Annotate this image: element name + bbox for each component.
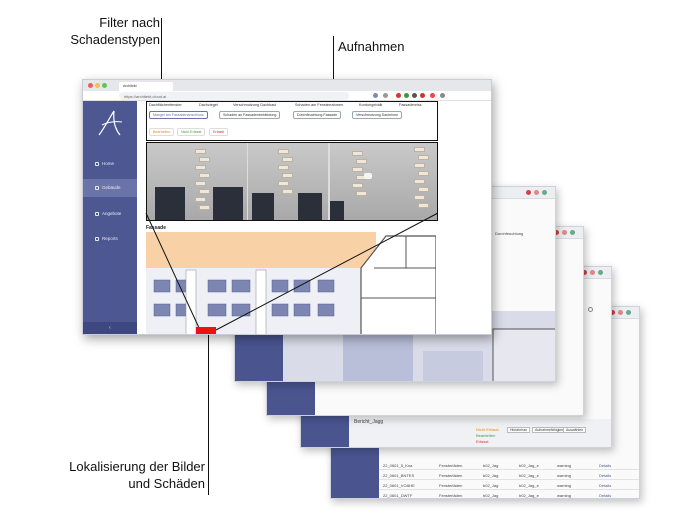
- table-cell: 22_0601_VOAHE: [383, 483, 415, 488]
- document-icon: [95, 211, 99, 216]
- back-window-3-button-1[interactable]: Aufnahmefähigkeit: [532, 427, 567, 433]
- localization-pointer-line: [208, 333, 209, 495]
- back-window-3-button-0[interactable]: Hinfahrhan: [507, 427, 531, 433]
- extension-icon[interactable]: [430, 93, 435, 98]
- table-cell: warning: [557, 473, 572, 478]
- extension-icon[interactable]: [412, 93, 417, 98]
- extension-icon[interactable]: [373, 93, 378, 98]
- table-cell: Fensterläden: [439, 493, 463, 498]
- photos-annotation: Aufnahmen: [338, 39, 405, 54]
- table-cell: 22_0601_5_Kna: [383, 463, 413, 468]
- filter-tab-4[interactable]: Kordongebälk: [359, 103, 383, 107]
- close-dot-icon[interactable]: [88, 83, 93, 88]
- extension-icon[interactable]: [396, 93, 401, 98]
- gear-icon[interactable]: [588, 307, 593, 312]
- photo-3[interactable]: [330, 143, 437, 220]
- table-cell: b02_Jag_e: [519, 473, 539, 478]
- main-browser-window[interactable]: Architekt https://architekt-cloud.ai Hom…: [82, 79, 492, 335]
- nav-reports-label: Reports: [102, 236, 118, 241]
- extension-icon[interactable]: [404, 93, 409, 98]
- damage-pill-1[interactable]: Schaden an Fassadenbekleidung: [219, 111, 281, 119]
- localization-annotation: Lokalisierung der Bilder und Schäden: [20, 458, 205, 492]
- damage-location-marker[interactable]: [196, 327, 216, 334]
- localization-annotation-line2: und Schäden: [128, 476, 205, 491]
- table-row[interactable]: 22_0601_5_Kna Fensterläden b02_Jag b02_Jag_…: [379, 461, 639, 470]
- table-cell: warning: [557, 493, 572, 498]
- table-cell[interactable]: Details: [599, 493, 612, 498]
- table-cell[interactable]: Details: [599, 473, 612, 478]
- table-cell[interactable]: Details: [599, 483, 612, 488]
- architekt-logo: [98, 110, 123, 136]
- table-cell: Fensterläden: [439, 463, 463, 468]
- table-cell: 22_0601_DWTF: [383, 493, 413, 498]
- table-cell: Fensterläden: [439, 483, 463, 488]
- table-cell: b02_Jag: [483, 463, 499, 468]
- browser-tab[interactable]: Architekt: [119, 82, 173, 91]
- filter-tab-5[interactable]: Fassadenriss: [399, 103, 422, 107]
- back-window-3-label: Bericht_Jagg: [354, 419, 384, 425]
- maximize-dot-icon[interactable]: [102, 83, 107, 88]
- minimize-dot-icon[interactable]: [95, 83, 100, 88]
- nav-gebaeude[interactable]: Gebäude: [83, 179, 137, 197]
- table-cell: Fensterläden: [439, 473, 463, 478]
- building-icon: [95, 185, 99, 190]
- table-cell: b02_Jag: [483, 493, 499, 498]
- back-window-3-button-2[interactable]: Auswählen: [563, 427, 587, 433]
- table-row[interactable]: 22_0601_DWTF Fensterläden b02_Jag b02_Jag_e…: [379, 491, 639, 498]
- nav-reports[interactable]: Reports: [83, 230, 137, 248]
- nav-home-label: Home: [102, 161, 115, 166]
- filter-tab-3[interactable]: Schaden am Fensterrahmen: [295, 103, 344, 107]
- collapse-sidebar-button[interactable]: ‹: [83, 322, 137, 334]
- status-pill-green[interactable]: Nicht Erfasst: [177, 128, 206, 136]
- damage-filter-panel: Dachflächenfenster Dachziegel Verschmutz…: [146, 101, 438, 141]
- table-cell: warning: [557, 463, 572, 468]
- menu-icon[interactable]: [440, 93, 445, 98]
- home-icon: [95, 161, 99, 166]
- status-pill-red[interactable]: Erfasst: [209, 128, 229, 136]
- photo-2[interactable]: [248, 143, 328, 220]
- back-window-3-status-0: Nicht Erfasst: [476, 427, 499, 432]
- filter-annotation: Filter nach Schadenstypen: [30, 14, 160, 48]
- report-icon: [95, 236, 99, 241]
- table-cell: warning: [557, 483, 572, 488]
- shield-icon[interactable]: [383, 93, 388, 98]
- table-cell[interactable]: Details: [599, 463, 612, 468]
- back-window-3-status-2: Erfasst: [476, 439, 489, 444]
- sidebar: Home Gebäude Angebote Reports ‹: [83, 101, 137, 334]
- nav-angebote[interactable]: Angebote: [83, 205, 137, 223]
- nav-home[interactable]: Home: [83, 155, 137, 173]
- extension-icon[interactable]: [420, 93, 425, 98]
- filter-pointer-line: [161, 18, 162, 138]
- filter-annotation-line1: Filter nach: [99, 15, 160, 30]
- filter-tab-1[interactable]: Dachziegel: [199, 103, 218, 107]
- facade-drawing[interactable]: [146, 232, 436, 335]
- table-cell: b02_Jag: [483, 483, 499, 488]
- nav-angebote-label: Angebote: [102, 211, 122, 216]
- photo-1[interactable]: [147, 143, 247, 220]
- table-cell: b02_Jag: [483, 473, 499, 478]
- table-cell: b02_Jag_e: [519, 483, 539, 488]
- back-window-3-status-1: Bearbeiten: [476, 433, 496, 438]
- damage-pill-0[interactable]: Mangel am Fassadenanschluss: [149, 111, 208, 119]
- address-bar[interactable]: https://architekt-cloud.ai: [119, 92, 349, 100]
- damage-pill-3[interactable]: Verschmutzung Dachrinne: [352, 111, 403, 119]
- main-content: Dachflächenfenster Dachziegel Verschmutz…: [137, 101, 491, 334]
- photo-strip: [146, 142, 438, 221]
- table-row[interactable]: 22_0601_BNTES Fensterläden b02_Jag b02_Jag_…: [379, 471, 639, 480]
- localization-annotation-line1: Lokalisierung der Bilder: [69, 459, 205, 474]
- table-row[interactable]: 22_0601_VOAHE Fensterläden b02_Jag b02_Jag_…: [379, 481, 639, 490]
- table-cell: b02_Jag_e: [519, 493, 539, 498]
- filter-annotation-line2: Schadenstypen: [70, 32, 160, 47]
- status-pill-orange[interactable]: Bearbeiten: [149, 128, 175, 136]
- table-cell: 22_0601_BNTES: [383, 473, 415, 478]
- damage-pill-2[interactable]: Durchfeuchtung Fassade: [293, 111, 342, 119]
- filter-tab-2[interactable]: Verschmutzung Dachbaul: [233, 103, 277, 107]
- filter-tab-0[interactable]: Dachflächenfenster: [149, 103, 182, 107]
- nav-gebaeude-label: Gebäude: [102, 185, 121, 190]
- section-title: Fassade: [146, 225, 167, 231]
- table-cell: b02_Jag_e: [519, 463, 539, 468]
- back-window-1-text: Durchfeuchtung: [495, 231, 524, 236]
